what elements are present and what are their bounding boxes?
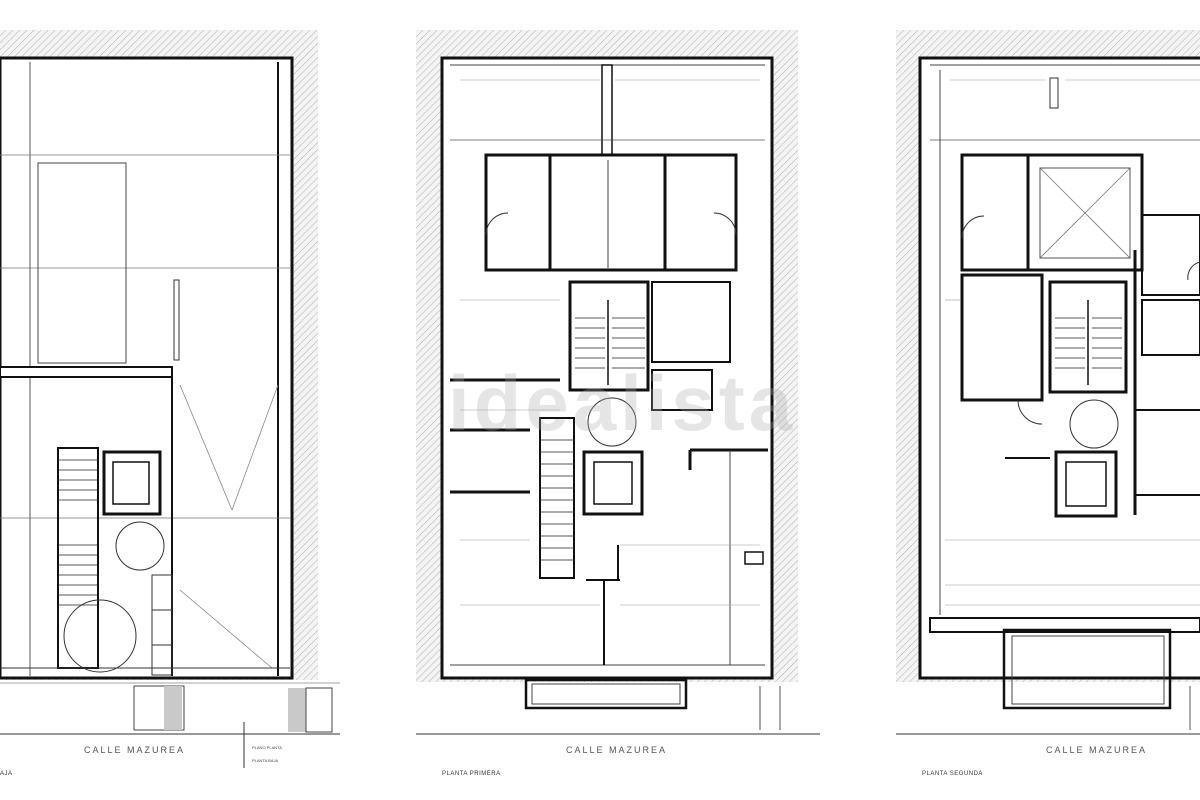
plan-title-second: PLANTA SEGUNDA	[922, 771, 983, 777]
plan-ground-floor	[0, 30, 340, 768]
plan-note-b: PLANTA BAJA	[252, 758, 279, 763]
plan-second-floor	[896, 30, 1200, 735]
plan-title-ground: AJA	[0, 771, 13, 777]
street-label-plan-1: CALLE MAZUREA	[84, 745, 186, 755]
street-label-plan-3: CALLE MAZUREA	[1046, 745, 1148, 755]
plan-title-first: PLANTA PRIMERA	[442, 771, 501, 777]
plan-note-a: PLANO PLANTA	[252, 745, 282, 750]
plan-first-floor	[416, 30, 820, 735]
street-label-plan-2: CALLE MAZUREA	[566, 745, 668, 755]
